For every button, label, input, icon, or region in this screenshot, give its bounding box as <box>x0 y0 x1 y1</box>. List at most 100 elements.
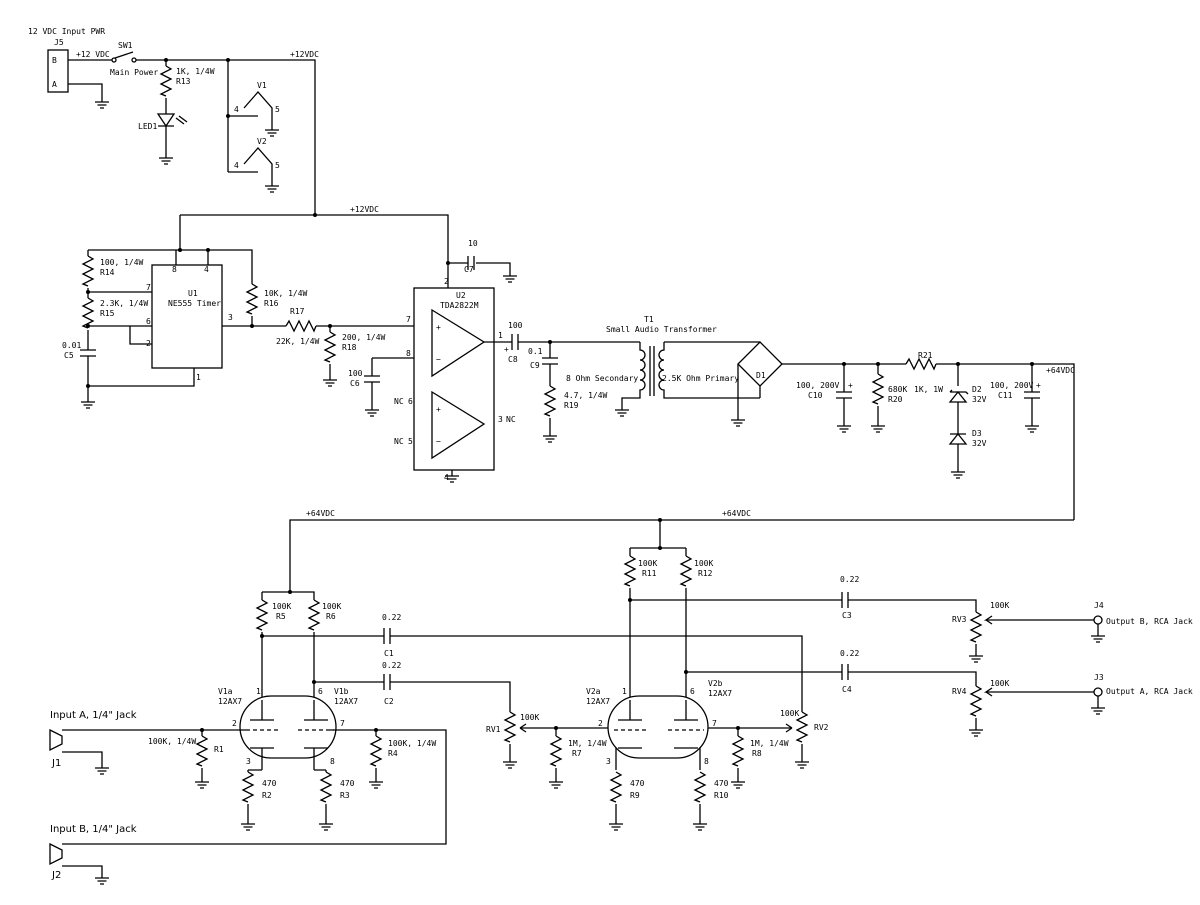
svg-text:470: 470 <box>262 779 277 788</box>
rca-jack-j3 <box>1093 687 1103 697</box>
svg-text:R10: R10 <box>714 791 729 800</box>
svg-text:2: 2 <box>146 339 151 348</box>
svg-text:470: 470 <box>630 779 645 788</box>
svg-text:1: 1 <box>256 687 261 696</box>
svg-text:R5: R5 <box>276 612 286 621</box>
svg-text:R4: R4 <box>388 749 398 758</box>
capacitor-c11 <box>1024 364 1040 420</box>
r13-label: R13 <box>176 77 191 86</box>
resistor-r11 <box>624 555 636 587</box>
svg-text:3: 3 <box>228 313 233 322</box>
svg-text:R19: R19 <box>564 401 579 410</box>
led1-label: LED1 <box>138 122 157 131</box>
v12-input-label: +12 VDC <box>76 50 110 59</box>
svg-text:R16: R16 <box>264 299 279 308</box>
svg-text:R14: R14 <box>100 268 115 277</box>
svg-text:0.22: 0.22 <box>840 575 859 584</box>
svg-text:2: 2 <box>232 719 237 728</box>
svg-text:100K: 100K <box>322 602 341 611</box>
svg-text:RV3: RV3 <box>952 615 967 624</box>
svg-text:R3: R3 <box>340 791 350 800</box>
svg-text:R2: R2 <box>262 791 272 800</box>
svg-text:12AX7: 12AX7 <box>586 697 610 706</box>
resistor-r7 <box>550 735 562 767</box>
resistor-r4 <box>370 735 382 767</box>
svg-text:D1: D1 <box>756 371 766 380</box>
ground-symbol <box>94 95 110 109</box>
svg-text:100K: 100K <box>990 679 1009 688</box>
svg-text:0.22: 0.22 <box>382 613 401 622</box>
svg-text:+: + <box>1036 381 1041 390</box>
diagram-title: 12 VDC Input PWR <box>28 27 105 36</box>
capacitor-c5 <box>80 349 96 386</box>
svg-text:470: 470 <box>340 779 355 788</box>
svg-text:C10: C10 <box>808 391 823 400</box>
svg-text:10: 10 <box>468 239 478 248</box>
zener-d3 <box>948 432 968 466</box>
svg-text:J4: J4 <box>1094 601 1104 610</box>
opamp-b <box>431 390 486 460</box>
svg-text:7: 7 <box>712 719 717 728</box>
svg-text:8: 8 <box>330 757 335 766</box>
svg-text:8: 8 <box>172 265 177 274</box>
svg-text:NC: NC <box>506 415 516 424</box>
r13-value: 1K, 1/4W <box>176 67 215 76</box>
potentiometer-rv3 <box>970 611 982 643</box>
capacitor-c8 <box>484 334 640 350</box>
potentiometer-rv1 <box>504 711 516 743</box>
svg-text:C4: C4 <box>842 685 852 694</box>
power-jack-j5 <box>47 49 69 93</box>
svg-text:0.01: 0.01 <box>62 341 81 350</box>
switch-sw1 <box>114 51 134 59</box>
svg-text:12AX7: 12AX7 <box>708 689 732 698</box>
svg-text:100K: 100K <box>638 559 657 568</box>
svg-text:32V: 32V <box>972 395 987 404</box>
svg-text:NC: NC <box>394 437 404 446</box>
v1-label: V1 <box>257 81 267 90</box>
svg-text:+: + <box>848 381 853 390</box>
svg-text:100: 100 <box>508 321 523 330</box>
svg-text:200, 1/4W: 200, 1/4W <box>342 333 386 342</box>
svg-text:V1a: V1a <box>218 687 233 696</box>
svg-text:6: 6 <box>408 397 413 406</box>
tube-v2-12ax7 <box>607 695 709 759</box>
resistor-r1 <box>196 735 208 767</box>
svg-text:1M, 1/4W: 1M, 1/4W <box>750 739 789 748</box>
svg-text:C5: C5 <box>64 351 74 360</box>
resistor-r14 <box>82 255 94 287</box>
svg-text:J2: J2 <box>51 870 61 881</box>
tube-v1-12ax7 <box>239 695 337 759</box>
resistor-r13 <box>160 65 172 97</box>
svg-text:100, 200V: 100, 200V <box>796 381 840 390</box>
svg-text:TDA2822M: TDA2822M <box>440 301 479 310</box>
resistor-r17 <box>285 320 317 332</box>
opamp-a <box>431 308 486 378</box>
svg-text:R15: R15 <box>100 309 115 318</box>
capacitor-c4 <box>686 664 977 686</box>
svg-text:100, 1/4W: 100, 1/4W <box>100 258 144 267</box>
svg-text:R6: R6 <box>326 612 336 621</box>
svg-text:J3: J3 <box>1094 673 1104 682</box>
capacitor-c7 <box>448 256 511 270</box>
svg-text:U2: U2 <box>456 291 466 300</box>
svg-text:V1b: V1b <box>334 687 349 696</box>
svg-text:6: 6 <box>146 317 151 326</box>
svg-text:8: 8 <box>406 349 411 358</box>
svg-text:C3: C3 <box>842 611 852 620</box>
svg-text:Output B, RCA Jack: Output B, RCA Jack <box>1106 617 1193 626</box>
svg-text:1K, 1W: 1K, 1W <box>914 385 943 394</box>
resistor-r5 <box>256 599 268 631</box>
capacitor-c3 <box>630 592 977 612</box>
svg-text:+: + <box>436 323 441 332</box>
svg-text:C1: C1 <box>384 649 394 658</box>
svg-text:C11: C11 <box>998 391 1013 400</box>
svg-text:100K: 100K <box>990 601 1009 610</box>
svg-text:R12: R12 <box>698 569 713 578</box>
svg-text:7: 7 <box>146 283 151 292</box>
svg-text:2: 2 <box>444 277 449 286</box>
resistor-r8 <box>732 735 744 767</box>
svg-text:R11: R11 <box>642 569 657 578</box>
svg-text:D3: D3 <box>972 429 982 438</box>
svg-text:1M, 1/4W: 1M, 1/4W <box>568 739 607 748</box>
